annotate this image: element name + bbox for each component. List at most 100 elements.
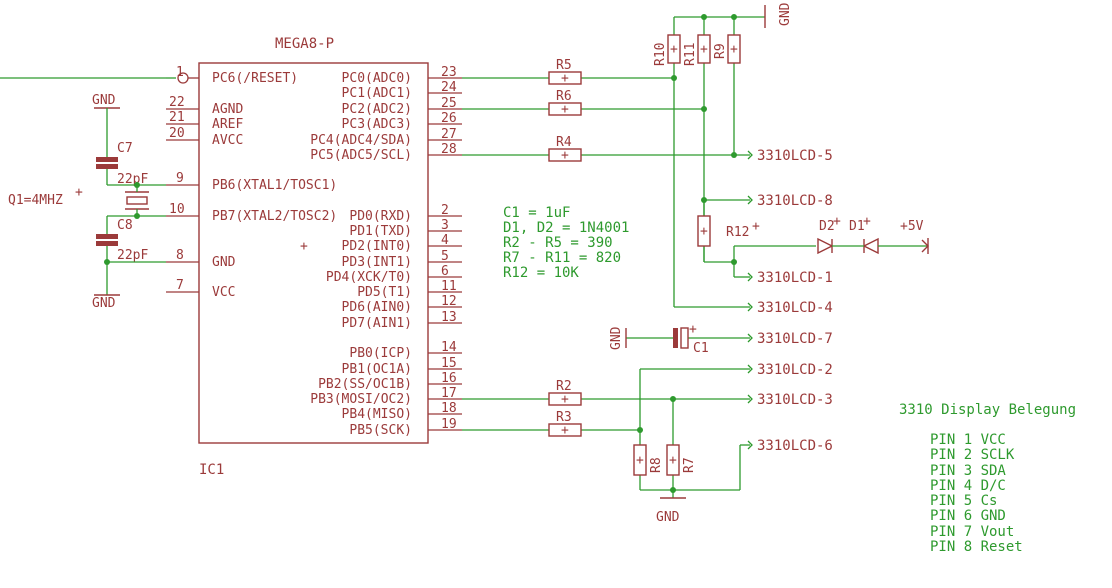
pin-label: PB3(MOSI/OC2) <box>310 392 412 407</box>
svg-text:+: + <box>561 71 569 86</box>
pin-label: PC2(ADC2) <box>342 102 412 117</box>
svg-text:3310LCD-5: 3310LCD-5 <box>757 148 833 164</box>
resistor-r3[interactable]: + <box>548 423 582 438</box>
svg-text:+: + <box>689 322 697 337</box>
svg-text:+: + <box>669 453 677 468</box>
pin-label: VCC <box>212 285 235 300</box>
pin-label: PD3(INT1) <box>342 255 412 270</box>
diode-d1[interactable] <box>862 237 879 255</box>
pin-number: 11 <box>441 279 457 294</box>
r8-label: R8 <box>649 457 664 473</box>
pin-number: 20 <box>169 126 185 141</box>
r10-label: R10 <box>653 43 668 66</box>
resistor-r7[interactable]: + <box>666 444 680 476</box>
svg-text:3310LCD-2: 3310LCD-2 <box>757 362 833 378</box>
net-label-lcd5: 3310LCD-5 <box>747 148 833 164</box>
resistor-r6[interactable]: + <box>548 102 582 117</box>
capacitor-c7[interactable] <box>96 157 118 169</box>
net-label-lcd6: 3310LCD-6 <box>747 438 833 454</box>
r7-label: R7 <box>682 457 697 473</box>
pin-number: 23 <box>441 65 457 80</box>
pinout-line: PIN 6 GND <box>930 508 1006 524</box>
pin-label: AGND <box>212 102 243 117</box>
port-b-wiring <box>462 368 750 499</box>
pin-label: PD6(AIN0) <box>342 300 412 315</box>
pin-label: PD2(INT0) <box>342 239 412 254</box>
r5-label: R5 <box>556 58 572 73</box>
gnd-label: GND <box>656 510 680 525</box>
note-line: D1, D2 = 1N4001 <box>503 220 629 236</box>
pin-number: 10 <box>169 202 185 217</box>
resistor-r9[interactable]: + <box>727 34 741 64</box>
gnd-label: GND <box>92 296 116 311</box>
pin-label: PB2(SS/OC1B) <box>318 377 412 392</box>
resistor-r8[interactable]: + <box>633 444 647 476</box>
pinout-line: PIN 7 Vout <box>930 524 1014 540</box>
pin-number: 15 <box>441 356 457 371</box>
d2-label: D2 <box>819 219 835 234</box>
r12-label: R12 <box>726 225 749 240</box>
pin-number: 4 <box>441 233 449 248</box>
pin-number: 3 <box>441 218 449 233</box>
net-label-lcd4: 3310LCD-4 <box>747 300 833 316</box>
svg-text:3310LCD-4: 3310LCD-4 <box>757 300 833 316</box>
port-c-wiring <box>462 77 750 156</box>
pin-label: PC0(ADC0) <box>342 71 412 86</box>
pin-number: 1 <box>176 65 184 80</box>
svg-text:+: + <box>833 214 841 229</box>
pin-number: 12 <box>441 294 457 309</box>
pin-number: 13 <box>441 310 457 325</box>
ic-left-pins: 1 PC6(/RESET) 22 AGND 21 AREF 20 AVCC 9 … <box>169 65 337 300</box>
pinout-line: PIN 8 Reset <box>930 539 1023 555</box>
pin-number: 9 <box>176 171 184 186</box>
pin-number: 5 <box>441 249 449 264</box>
pin-number: 7 <box>176 278 184 293</box>
capacitor-c1[interactable] <box>673 327 689 349</box>
pin-number: 25 <box>441 96 457 111</box>
net-label-lcd2: 3310LCD-2 <box>747 362 833 378</box>
pin-number: 14 <box>441 340 457 355</box>
pinout-line: PIN 1 VCC <box>930 432 1006 448</box>
ic-mega8[interactable]: MEGA8-P IC1 + <box>198 36 429 478</box>
resistor-r5[interactable]: + <box>548 71 582 86</box>
crystal-q1[interactable] <box>125 191 149 210</box>
svg-text:3310LCD-3: 3310LCD-3 <box>757 392 833 408</box>
pin-number: 24 <box>441 80 457 95</box>
pin-label: AREF <box>212 117 243 132</box>
pin-label: PB7(XTAL2/TOSC2) <box>212 209 337 224</box>
svg-text:+: + <box>700 224 708 239</box>
pin-label: PB4(MISO) <box>342 407 412 422</box>
lcd-net-labels: 3310LCD-5 3310LCD-8 3310LCD-1 3310LCD-4 … <box>747 148 833 454</box>
pinout-line: PIN 2 SCLK <box>930 447 1015 463</box>
capacitor-c8[interactable] <box>96 234 118 246</box>
diode-d2[interactable] <box>817 237 834 255</box>
note-line: R2 - R5 = 390 <box>503 235 613 251</box>
pin-label: GND <box>212 255 236 270</box>
pinout-line: PIN 5 Cs <box>930 493 997 509</box>
r4-label: R4 <box>556 135 572 150</box>
oscillator-section: GND C7 22pF Q1=4MHZ + C8 22pF <box>0 77 176 311</box>
resistor-r2[interactable]: + <box>548 392 582 407</box>
pin-label: PD7(AIN1) <box>342 316 412 331</box>
c8-label: C8 <box>117 218 133 233</box>
svg-text:3310LCD-1: 3310LCD-1 <box>757 270 833 286</box>
pin-number: 19 <box>441 417 457 432</box>
resistor-r4[interactable]: + <box>548 148 582 163</box>
resistor-r11[interactable]: + <box>697 34 711 64</box>
pin-label: PB0(ICP) <box>349 346 412 361</box>
svg-text:+: + <box>561 148 569 163</box>
pin-label: PD1(TXD) <box>349 224 412 239</box>
svg-text:+: + <box>863 214 871 229</box>
pin-number: 21 <box>169 110 185 125</box>
pinout-title: 3310 Display Belegung <box>899 402 1076 418</box>
note-line: R12 = 10K <box>503 265 579 281</box>
resistor-r12[interactable]: + <box>697 215 711 247</box>
pin-label: PB1(OC1A) <box>342 362 412 377</box>
ic-ref: IC1 <box>199 462 224 478</box>
resistor-r10[interactable]: + <box>667 34 681 64</box>
pinout-line: PIN 3 SDA <box>930 463 1006 479</box>
note-line: R7 - R11 = 820 <box>503 250 621 266</box>
ic-right-pin-lines <box>428 77 462 431</box>
resistor-ladder: GND + R10 + R11 + R9 <box>653 2 793 307</box>
